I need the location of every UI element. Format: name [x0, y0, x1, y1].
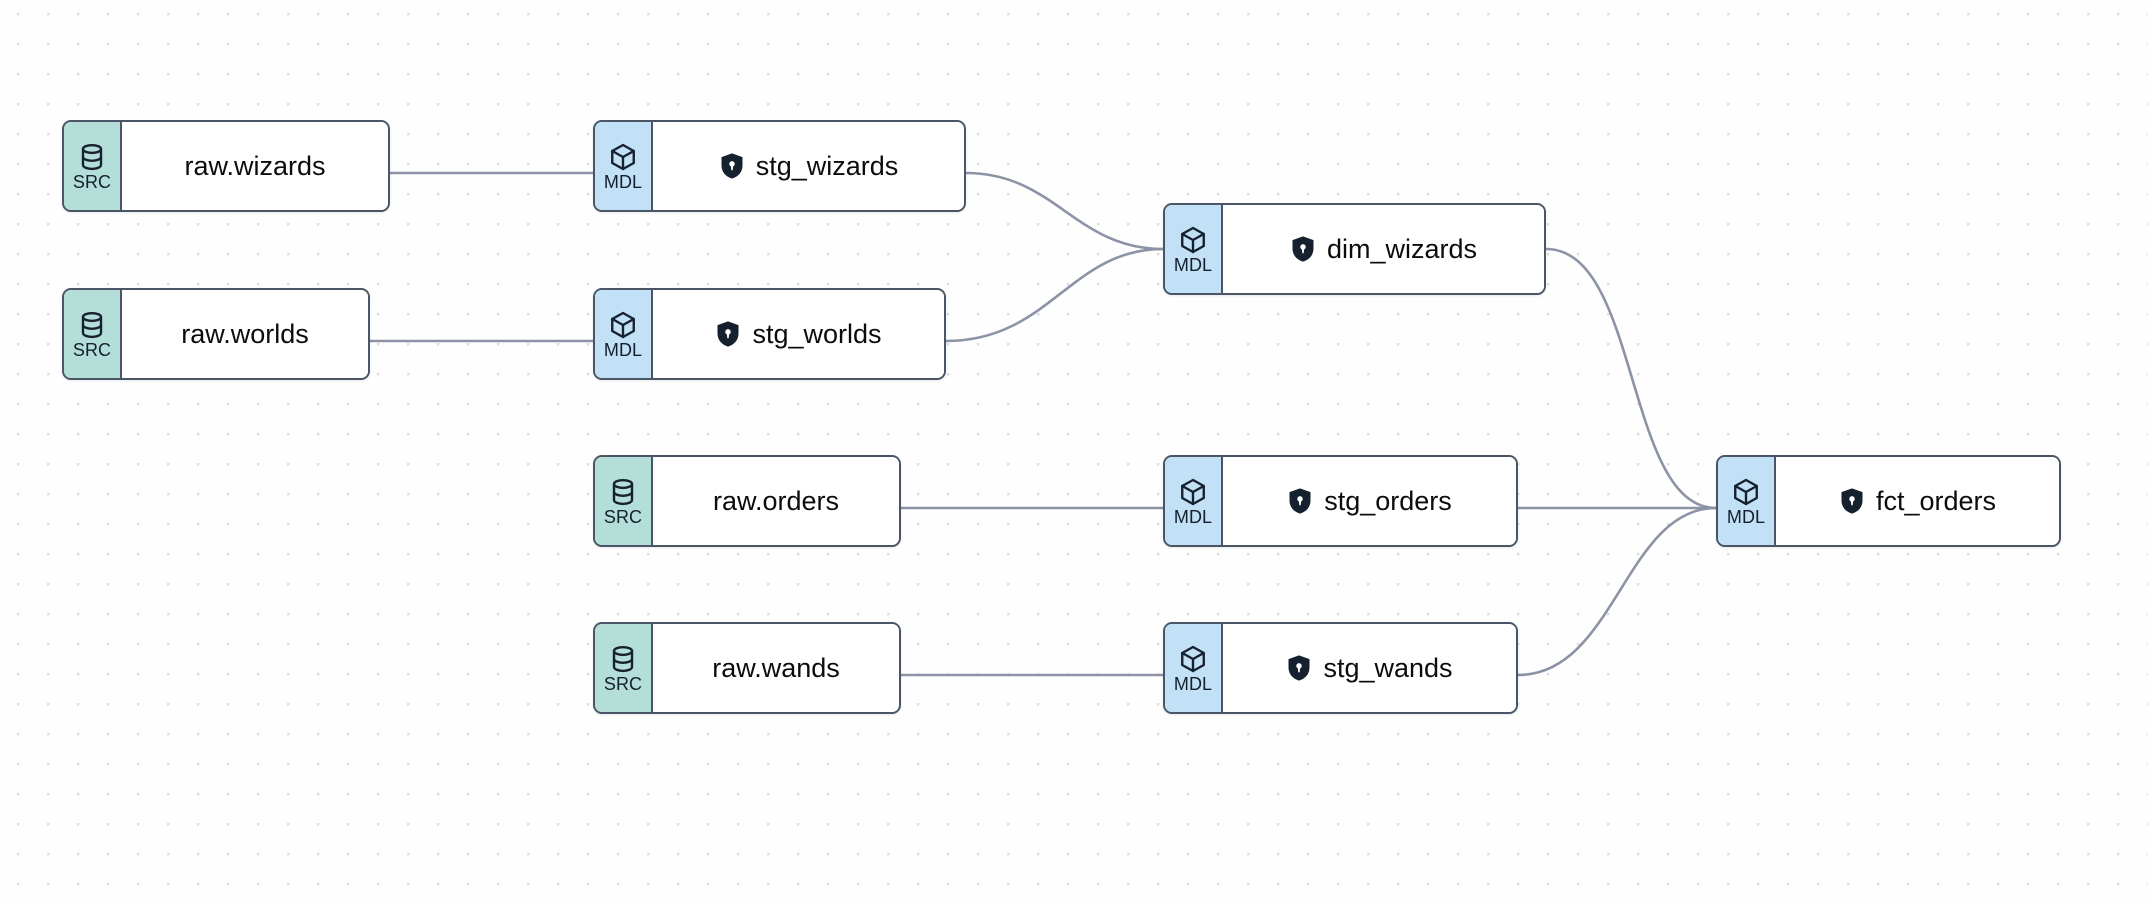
node-kind-badge: MDL [1165, 457, 1223, 545]
node-kind-label: MDL [603, 172, 643, 192]
shield-lock-icon [1839, 487, 1865, 515]
database-icon [77, 310, 107, 340]
lineage-edge[interactable] [944, 247, 1165, 343]
node-label: raw.wizards [184, 150, 326, 181]
shield-lock-icon [719, 152, 745, 180]
node-label: raw.worlds [181, 318, 309, 349]
shield-lock-icon [1287, 487, 1313, 515]
lineage-node-raw-wands[interactable]: SRC raw.wands [593, 622, 901, 714]
node-label: stg_wizards [755, 150, 899, 181]
node-label: raw.orders [712, 485, 840, 516]
node-kind-label: SRC [603, 507, 643, 527]
node-kind-badge: MDL [1165, 205, 1223, 293]
lineage-node-stg-wands[interactable]: MDL stg_wands [1163, 622, 1518, 714]
lineage-node-raw-wizards[interactable]: SRC raw.wizards [62, 120, 390, 212]
lineage-node-fct-orders[interactable]: MDL fct_orders [1716, 455, 2061, 547]
node-label: dim_wizards [1326, 233, 1478, 264]
node-kind-badge: MDL [1718, 457, 1776, 545]
node-kind-label: MDL [603, 340, 643, 360]
cube-icon [1178, 644, 1208, 674]
node-body: stg_worlds [653, 290, 944, 378]
shield-lock-icon [715, 320, 741, 348]
node-body: raw.worlds [122, 290, 368, 378]
node-kind-label: SRC [72, 340, 112, 360]
node-kind-label: SRC [72, 172, 112, 192]
node-kind-label: MDL [1173, 507, 1213, 527]
node-body: raw.wands [653, 624, 899, 712]
node-kind-badge: SRC [595, 624, 653, 712]
lineage-node-stg-orders[interactable]: MDL stg_orders [1163, 455, 1518, 547]
cube-icon [1178, 225, 1208, 255]
node-body: fct_orders [1776, 457, 2059, 545]
node-body: raw.orders [653, 457, 899, 545]
cube-icon [1178, 477, 1208, 507]
lineage-edge[interactable] [1516, 506, 1718, 677]
lineage-edge[interactable] [1544, 247, 1718, 510]
node-kind-badge: SRC [595, 457, 653, 545]
node-kind-badge: MDL [595, 122, 653, 210]
node-kind-label: MDL [1173, 674, 1213, 694]
node-label: stg_worlds [752, 318, 882, 349]
lineage-node-stg-wizards[interactable]: MDL stg_wizards [593, 120, 966, 212]
node-body: raw.wizards [122, 122, 388, 210]
lineage-node-dim-wizards[interactable]: MDL dim_wizards [1163, 203, 1546, 295]
node-label: raw.wands [712, 652, 840, 683]
cube-icon [608, 142, 638, 172]
node-kind-label: MDL [1173, 255, 1213, 275]
node-body: stg_wizards [653, 122, 964, 210]
lineage-node-raw-worlds[interactable]: SRC raw.worlds [62, 288, 370, 380]
shield-lock-icon [1290, 235, 1316, 263]
node-label: fct_orders [1875, 485, 1997, 516]
database-icon [608, 477, 638, 507]
database-icon [608, 644, 638, 674]
database-icon [77, 142, 107, 172]
node-kind-badge: SRC [64, 290, 122, 378]
lineage-node-raw-orders[interactable]: SRC raw.orders [593, 455, 901, 547]
node-body: dim_wizards [1223, 205, 1544, 293]
shield-lock-icon [1286, 654, 1312, 682]
lineage-edge[interactable] [964, 171, 1165, 251]
cube-icon [608, 310, 638, 340]
node-body: stg_orders [1223, 457, 1516, 545]
node-kind-label: SRC [603, 674, 643, 694]
cube-icon [1731, 477, 1761, 507]
node-label: stg_orders [1324, 485, 1452, 516]
node-kind-badge: MDL [595, 290, 653, 378]
node-kind-label: MDL [1726, 507, 1766, 527]
node-label: stg_wands [1323, 652, 1453, 683]
node-kind-badge: MDL [1165, 624, 1223, 712]
node-body: stg_wands [1223, 624, 1516, 712]
node-kind-badge: SRC [64, 122, 122, 210]
lineage-node-stg-worlds[interactable]: MDL stg_worlds [593, 288, 946, 380]
